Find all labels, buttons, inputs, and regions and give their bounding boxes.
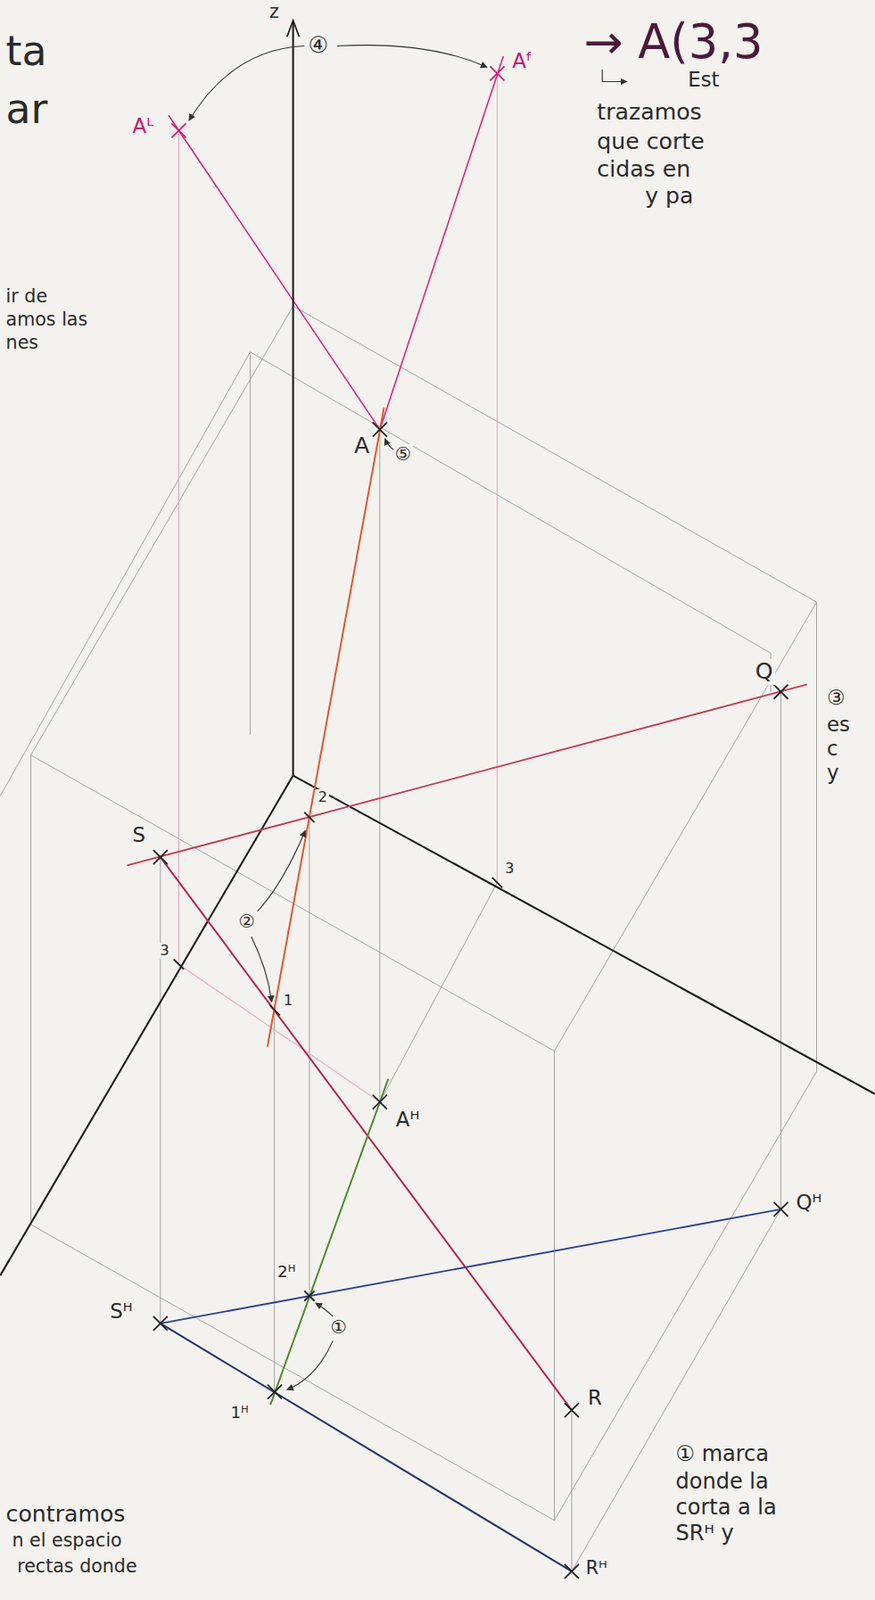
callout-arrow: [251, 936, 273, 1002]
coordinate-axis: [292, 22, 295, 776]
point-mark: [304, 1290, 314, 1301]
callout-number: ①: [329, 1317, 349, 1339]
plane-line: [160, 857, 572, 1411]
note-text: cidas en: [594, 156, 693, 183]
point-heading: → A(3,3: [581, 15, 765, 70]
note-text: ① marca: [673, 1442, 771, 1468]
construction-line: [0, 305, 817, 1572]
point-mark: [267, 1385, 282, 1400]
coordinate-axis: [0, 775, 293, 1277]
callout-arrow: [189, 45, 628, 1391]
note-text: que corte: [594, 129, 706, 156]
callout-arrow: [315, 1303, 333, 1317]
point-mark: [153, 422, 789, 1579]
axis-mark: 3: [157, 942, 171, 959]
point-mark: [773, 1202, 788, 1217]
point-label: Aᴴ: [394, 1107, 421, 1131]
point-label: Q: [753, 659, 776, 686]
note-text: trazamos: [594, 99, 703, 126]
note-text: amos las: [4, 309, 91, 331]
note-text: y pa: [643, 183, 695, 210]
point-label: Sᴴ: [107, 1299, 134, 1323]
plane-line: [160, 1323, 572, 1572]
point-mark: [171, 66, 504, 138]
auxiliary-line: [178, 73, 497, 965]
auxiliary-line: [178, 73, 497, 1102]
point-label: 1: [281, 992, 295, 1009]
callout-number: ③: [825, 685, 848, 710]
point-mark: [564, 1564, 579, 1579]
point-mark: [564, 1403, 579, 1418]
callout-arrow: [337, 45, 488, 68]
point-mark: [489, 66, 504, 81]
callout-arrow: [189, 45, 305, 121]
note-text: y: [825, 760, 842, 785]
note-text: corta a la: [673, 1495, 778, 1521]
callout-number: ②: [237, 911, 257, 933]
note-text: SRᴴ y: [673, 1521, 735, 1547]
axis-label: z: [267, 1, 281, 24]
point-mark: [153, 850, 168, 865]
projection-line: [168, 115, 380, 430]
point-mark: [153, 1316, 168, 1331]
callout-number: ⑤: [393, 444, 413, 466]
point-label: R: [586, 1386, 604, 1410]
construction-line: [31, 1071, 818, 1520]
point-label: S: [131, 823, 149, 847]
point-label: Rᴴ: [584, 1558, 610, 1580]
point-label: Qᴴ: [794, 1190, 825, 1214]
construction-line: [0, 352, 771, 797]
note-text: ir de: [4, 286, 50, 308]
note-text: rectas donde: [15, 1556, 139, 1578]
plane-line: [127, 408, 807, 1572]
note-text: donde la: [673, 1469, 770, 1495]
construction-line: [160, 429, 782, 1572]
coordinate-axis: [0, 20, 875, 1276]
note-text: ta: [4, 28, 50, 76]
point-mark: [773, 685, 788, 700]
point-label: A: [352, 433, 372, 460]
point-label: 2ᴴ: [275, 1262, 298, 1281]
point-label: Aᶠ: [510, 49, 534, 73]
note-text: nes: [4, 332, 41, 355]
plane-line: [160, 1209, 782, 1324]
construction-line: [31, 305, 818, 1051]
note-text: ar: [4, 86, 50, 134]
plane-line: [270, 1079, 388, 1404]
construction-line: [31, 602, 818, 1521]
coordinate-axis: [293, 775, 875, 1095]
point-label: 1ᴴ: [228, 1403, 250, 1422]
note-text: es: [825, 712, 852, 736]
plane-line: [267, 408, 384, 1047]
note-text: n el espacio: [9, 1530, 124, 1552]
projection-line: [379, 56, 504, 430]
point-mark: [372, 1095, 388, 1110]
coordinate-axis: [287, 20, 300, 37]
construction-line: [571, 1209, 782, 1572]
axis-mark: 3: [503, 860, 516, 877]
point-mark: [173, 812, 503, 1016]
point-mark: [372, 422, 388, 438]
callout-number: ④: [305, 33, 331, 59]
note-text: contramos: [4, 1502, 128, 1528]
note-text: Est: [685, 67, 721, 91]
callout-arrow: [257, 830, 306, 911]
callout-arrow: [287, 1340, 333, 1390]
projection-line: [168, 56, 504, 430]
construction-line: [379, 883, 498, 1103]
note-text: c: [825, 736, 841, 760]
plane-line: [127, 685, 807, 867]
point-mark: [171, 123, 186, 138]
point-label: Aᴸ: [131, 114, 157, 138]
point-label: 2: [316, 789, 330, 806]
